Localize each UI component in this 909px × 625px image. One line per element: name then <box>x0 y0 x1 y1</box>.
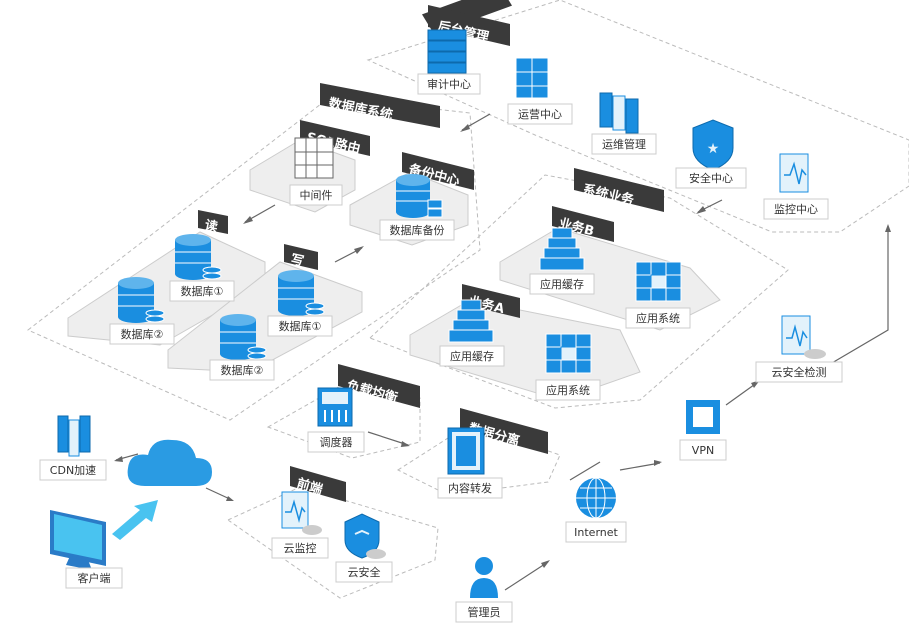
app-system-b-label: 应用系统 <box>636 311 680 325</box>
arrow-up-right-icon <box>112 500 158 540</box>
internet-label: Internet <box>574 526 618 539</box>
cloud-icon <box>127 439 212 486</box>
server-panels-icon <box>57 415 91 457</box>
internet-node[interactable]: Internet <box>565 477 627 543</box>
group-tags: 后台管理 数据库系统 SQL路由 备份中心 读 写 系统业务 业务B <box>198 5 664 502</box>
monitor-icon <box>50 510 106 570</box>
cube-grid-icon <box>545 333 592 374</box>
database-icon <box>175 234 222 280</box>
server-stack-icon <box>427 29 467 74</box>
database-backup-icon <box>396 174 443 218</box>
cloud-security-label: 云安全 <box>348 565 381 579</box>
cloud-sec-check-node[interactable]: 云安全检测 <box>755 315 843 383</box>
svg-text:读: 读 <box>203 217 219 235</box>
monitor-wave-icon <box>281 491 322 535</box>
db2-read-node[interactable]: 数据库② <box>109 277 175 345</box>
vpn-node[interactable]: VPN <box>679 400 727 461</box>
client-label: 客户端 <box>78 571 111 585</box>
cloud-sec-check-label: 云安全检测 <box>772 365 827 379</box>
administrator-label: 管理员 <box>468 605 501 619</box>
server-panels-icon <box>599 92 639 134</box>
security-center-label: 安全中心 <box>689 171 733 185</box>
database-icon <box>278 270 325 316</box>
tag-read-label: 读 <box>198 210 228 236</box>
frontend-group-outline <box>226 486 439 599</box>
cube-grid-icon <box>515 57 549 99</box>
db2-write-node[interactable]: 数据库② <box>209 314 275 381</box>
app-cache-a-node[interactable]: 应用缓存 <box>439 299 505 367</box>
book-server-icon <box>447 427 485 475</box>
app-cache-a-label: 应用缓存 <box>450 349 494 363</box>
tag-data-split-label: 数据分离 <box>460 408 548 454</box>
cdn-node[interactable]: CDN加速 <box>39 415 107 481</box>
layers-icon <box>448 299 494 343</box>
shield-icon <box>344 513 386 559</box>
middleware-node[interactable]: 中间件 <box>289 137 343 206</box>
db2-write-label: 数据库② <box>221 363 264 377</box>
user-icon <box>470 557 498 598</box>
vpn-box-icon <box>686 400 720 434</box>
security-center-node[interactable]: ★ 安全中心 <box>675 119 747 189</box>
content-forward-label: 内容转发 <box>448 481 492 495</box>
cube-grid-icon <box>635 261 682 302</box>
operation-center-node[interactable]: 运营中心 <box>507 57 573 125</box>
audit-center-label: 审计中心 <box>427 77 471 91</box>
database-icon <box>118 277 165 323</box>
db1-write-label: 数据库① <box>279 319 322 333</box>
cdn-label: CDN加速 <box>50 464 96 477</box>
monitor-center-label: 监控中心 <box>774 202 818 216</box>
svg-text:写: 写 <box>289 252 305 270</box>
monitor-wave-icon <box>781 315 826 359</box>
administrator-node[interactable]: 管理员 <box>455 557 513 623</box>
db1-write-node[interactable]: 数据库① <box>267 270 333 337</box>
db-backup-node[interactable]: 数据库备份 <box>379 174 455 241</box>
monitor-wave-icon <box>779 153 809 193</box>
control-panel-icon <box>317 387 353 427</box>
app-cache-b-node[interactable]: 应用缓存 <box>529 227 595 295</box>
layers-icon <box>539 227 585 271</box>
database-group-outline <box>27 96 481 421</box>
tag-write-label: 写 <box>284 244 318 270</box>
monitor-center-node[interactable]: 监控中心 <box>763 153 829 220</box>
db1-read-node[interactable]: 数据库① <box>169 234 235 302</box>
cloud-monitor-node[interactable]: 云监控 <box>271 491 329 559</box>
operation-center-label: 运营中心 <box>518 107 562 121</box>
cloud-monitor-label: 云监控 <box>284 541 317 555</box>
audit-center-node[interactable]: 审计中心 <box>417 29 481 95</box>
admin-group-outline <box>366 0 909 233</box>
database-icon <box>220 314 267 360</box>
app-system-b-node[interactable]: 应用系统 <box>625 261 691 329</box>
app-cache-b-label: 应用缓存 <box>540 277 584 291</box>
system-business-group-outline <box>369 174 789 409</box>
connector-lines <box>114 113 891 591</box>
db-backup-label: 数据库备份 <box>390 223 445 237</box>
tag-system-business-label: 系统业务 <box>574 168 664 212</box>
client-node[interactable]: 客户端 <box>50 500 158 589</box>
scheduler-node[interactable]: 调度器 <box>307 387 365 453</box>
shield-icon: ★ <box>692 119 734 171</box>
middleware-label: 中间件 <box>300 189 333 202</box>
globe-icon <box>576 477 616 519</box>
scheduler-label: 调度器 <box>320 435 353 449</box>
ops-management-node[interactable]: 运维管理 <box>591 92 657 155</box>
db2-read-label: 数据库② <box>121 327 164 341</box>
app-system-a-label: 应用系统 <box>546 383 590 397</box>
cloud-security-node[interactable]: 云安全 <box>335 513 393 583</box>
svg-text:★: ★ <box>707 141 720 157</box>
app-system-a-node[interactable]: 应用系统 <box>535 333 601 401</box>
ops-management-label: 运维管理 <box>602 137 646 151</box>
db1-read-label: 数据库① <box>181 284 224 298</box>
vpn-label: VPN <box>692 444 714 457</box>
content-forward-node[interactable]: 内容转发 <box>437 427 503 499</box>
rack-icon <box>294 137 334 179</box>
